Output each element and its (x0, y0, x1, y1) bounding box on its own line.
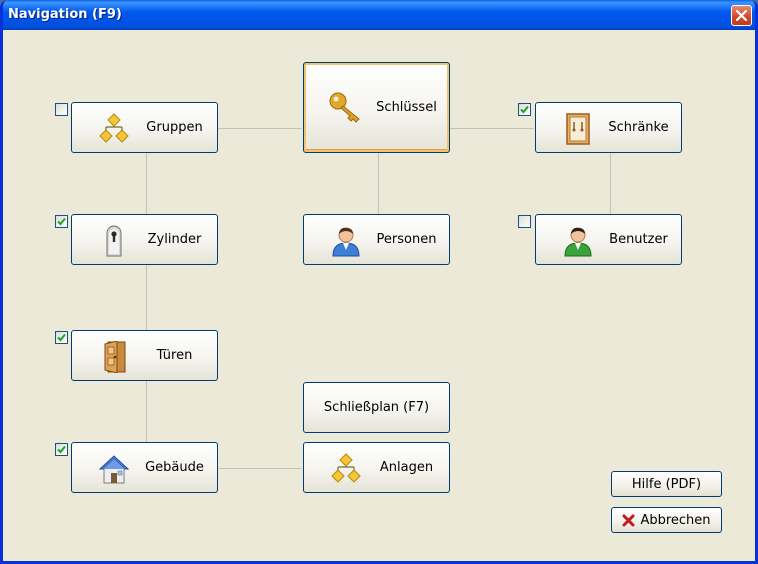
cabinet-icon (566, 113, 590, 145)
connector-line (146, 153, 147, 214)
title-bar[interactable]: Navigation (F9) (3, 0, 755, 30)
close-button[interactable] (731, 5, 752, 26)
gebaeude-label: Gebäude (145, 460, 204, 475)
help-button[interactable]: Hilfe (PDF) (611, 471, 722, 497)
schluessel-button[interactable]: Schlüssel (303, 62, 450, 153)
schraenke-checkbox[interactable] (518, 103, 531, 116)
help-button-label: Hilfe (PDF) (631, 476, 702, 492)
personen-label: Personen (376, 232, 437, 247)
checkmark-icon (57, 333, 66, 342)
gebaeude-button[interactable]: Gebäude (71, 442, 218, 493)
schraenke-button[interactable]: Schränke (535, 102, 682, 153)
tueren-label: Türen (156, 348, 193, 363)
schluessel-label: Schlüssel (376, 100, 437, 115)
close-icon (736, 10, 747, 21)
zylinder-button[interactable]: Zylinder (71, 214, 218, 265)
window-title: Navigation (F9) (8, 7, 122, 22)
connector-line (146, 265, 147, 330)
house-icon (98, 455, 130, 484)
user-icon (564, 227, 592, 257)
benutzer-checkbox[interactable] (518, 215, 531, 228)
schraenke-label: Schränke (608, 120, 669, 135)
person-icon (332, 227, 360, 257)
key-icon (329, 92, 360, 123)
benutzer-button[interactable]: Benutzer (535, 214, 682, 265)
hierarchy-icon (331, 453, 361, 483)
connector-line (450, 128, 534, 129)
gruppen-checkbox[interactable] (55, 103, 68, 116)
benutzer-label: Benutzer (609, 232, 668, 247)
cancel-button[interactable]: Abbrechen (611, 507, 722, 533)
tueren-button[interactable]: Türen (71, 330, 218, 381)
dialog-client-area: Gruppen Schlüssel Schränke (3, 30, 755, 561)
checkmark-icon (520, 105, 529, 114)
connector-line (218, 128, 302, 129)
personen-button[interactable]: Personen (303, 214, 450, 265)
connector-line (610, 153, 611, 214)
zylinder-label: Zylinder (147, 232, 202, 247)
door-icon (104, 341, 126, 373)
connector-line (218, 468, 302, 469)
checkmark-icon (57, 445, 66, 454)
hierarchy-icon (99, 113, 129, 143)
anlagen-label: Anlagen (379, 460, 434, 475)
red-x-icon (622, 514, 635, 526)
connector-line (146, 381, 147, 442)
cancel-button-label: Abbrechen (640, 512, 711, 528)
zylinder-checkbox[interactable] (55, 215, 68, 228)
gebaeude-checkbox[interactable] (55, 443, 68, 456)
schliessplan-label: Schließplan (F7) (323, 400, 430, 415)
anlagen-button[interactable]: Anlagen (303, 442, 450, 493)
gruppen-label: Gruppen (146, 120, 203, 135)
gruppen-button[interactable]: Gruppen (71, 102, 218, 153)
connector-line (378, 152, 379, 214)
tueren-checkbox[interactable] (55, 331, 68, 344)
checkmark-icon (57, 217, 66, 226)
lock-cylinder-icon (106, 225, 122, 257)
schliessplan-button[interactable]: Schließplan (F7) (303, 382, 450, 433)
